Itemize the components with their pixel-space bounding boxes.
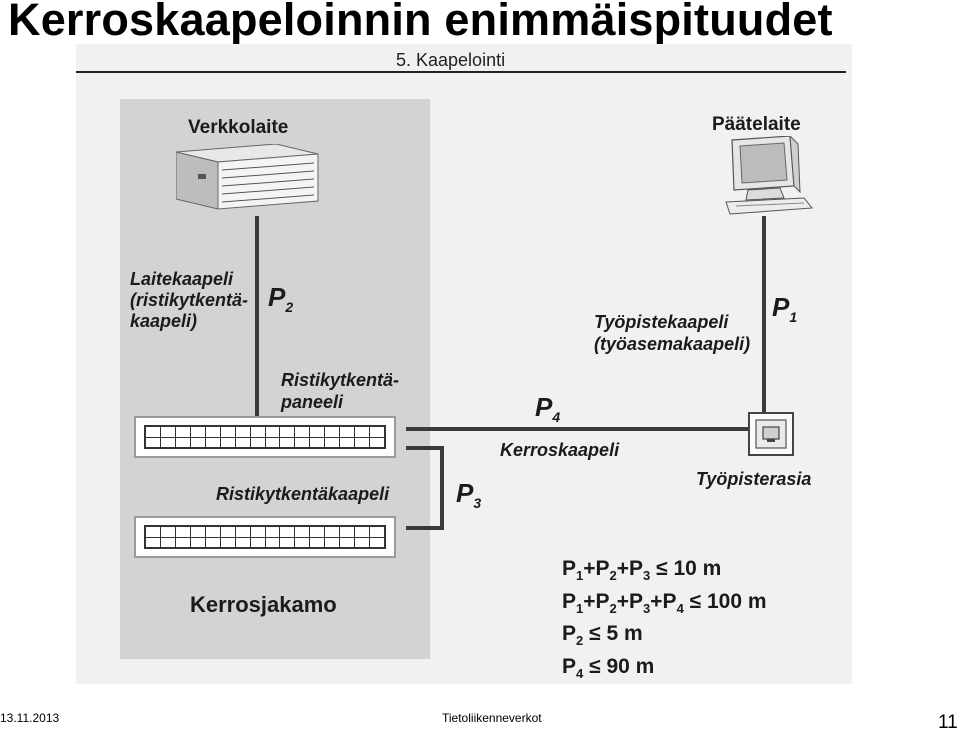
patch-cord-line-bottom [406, 526, 444, 530]
patch-panel-ports [144, 425, 386, 449]
formula-line: P1+P2+P3 ≤ 10 m [562, 557, 722, 584]
label-p2: P2 [268, 282, 294, 316]
label-ristikytkentapaneeli-line1: Ristikytkentä- [281, 370, 400, 390]
label-laitekaapeli-line2: (ristikytkentä- [130, 290, 249, 310]
header-rule [76, 71, 846, 73]
label-ristikytkentakaapeli: Ristikytkentäkaapeli [216, 484, 390, 504]
label-kerrosjakamo: Kerrosjakamo [190, 592, 337, 617]
work-area-cable-line [762, 216, 766, 416]
label-paatelaite: Päätelaite [712, 114, 801, 135]
label-tyopistekaapeli-line1: Työpistekaapeli [594, 312, 729, 332]
label-laitekaapeli-line1: Laitekaapeli [130, 269, 234, 289]
wall-outlet-icon [748, 412, 794, 456]
patch-cord-line-top [406, 446, 444, 450]
formula-line: P1+P2+P3+P4 ≤ 100 m [562, 589, 767, 616]
label-laitekaapeli-line3: kaapeli) [130, 311, 198, 331]
patch-panel-ports [144, 525, 386, 549]
label-ristikytkentapaneeli-line2: paneeli [281, 392, 344, 412]
label-tyopisterasia: Työpisterasia [696, 469, 812, 489]
workstation-icon [725, 136, 813, 215]
patch-cord-line-vertical [440, 446, 444, 530]
label-p1: P1 [772, 292, 798, 326]
formula-line: P4 ≤ 90 m [562, 655, 655, 682]
length-formulas: P1+P2+P3 ≤ 10 m P1+P2+P3+P4 ≤ 100 m P2 ≤… [562, 556, 767, 684]
label-tyopistekaapeli-line2: (työasemakaapeli) [594, 334, 751, 354]
patch-panel-upper [134, 416, 396, 458]
cut-section-header: 5. Kaapelointi [396, 50, 506, 70]
label-p3: P3 [456, 478, 482, 512]
label-p4: P4 [535, 392, 561, 426]
equipment-cable-line [255, 216, 259, 416]
label-verkkolaite: Verkkolaite [188, 117, 289, 138]
patch-panel-lower [134, 516, 396, 558]
footer-date: 13.11.2013 [0, 711, 60, 725]
footer-title: Tietoliikenneverkot [442, 711, 542, 725]
scanned-diagram: 5. Kaapelointi [76, 44, 852, 684]
page-number: 11 [938, 712, 958, 733]
slide-title: Kerroskaapeloinnin enimmäispituudet [8, 0, 833, 45]
horizontal-cable-line [406, 427, 748, 431]
formula-line: P2 ≤ 5 m [562, 622, 643, 649]
network-device-icon [176, 144, 319, 210]
label-kerroskaapeli: Kerroskaapeli [500, 440, 620, 460]
